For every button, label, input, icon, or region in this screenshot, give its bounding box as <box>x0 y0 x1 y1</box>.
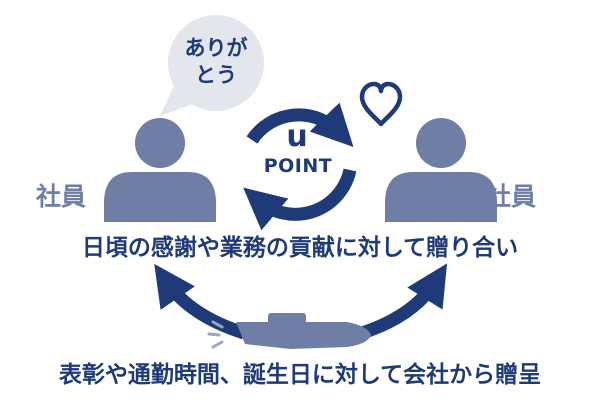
left-person-icon <box>104 118 216 222</box>
right-person-icon <box>385 118 497 222</box>
bubble-line-2: とう <box>195 63 237 87</box>
thank-you-bubble-text: ありが とう <box>160 35 272 89</box>
cycle-arrow-top <box>246 102 354 147</box>
arrow-to-left-person <box>154 263 246 340</box>
cycle-arrows-icon <box>243 102 357 231</box>
arrow-to-right-person <box>359 263 448 340</box>
left-employee-label: 社員 <box>36 182 87 211</box>
logo-u: u <box>286 119 308 154</box>
company-award-caption: 表彰や通勤時間、誕生日に対して会社から贈呈 <box>58 362 542 388</box>
right-employee-label: 社員 <box>486 182 537 211</box>
peer-to-peer-caption: 日頃の感謝や業務の貢献に対して贈り合い <box>81 235 519 261</box>
bubble-line-1: ありが <box>184 36 248 60</box>
speech-bubble-icon <box>160 15 264 116</box>
heart-icon <box>359 81 403 127</box>
submarine-glint <box>207 320 224 349</box>
cycle-arrow-bottom <box>243 168 357 231</box>
submarine-icon <box>207 313 371 349</box>
logo-point: POINT <box>263 155 333 177</box>
